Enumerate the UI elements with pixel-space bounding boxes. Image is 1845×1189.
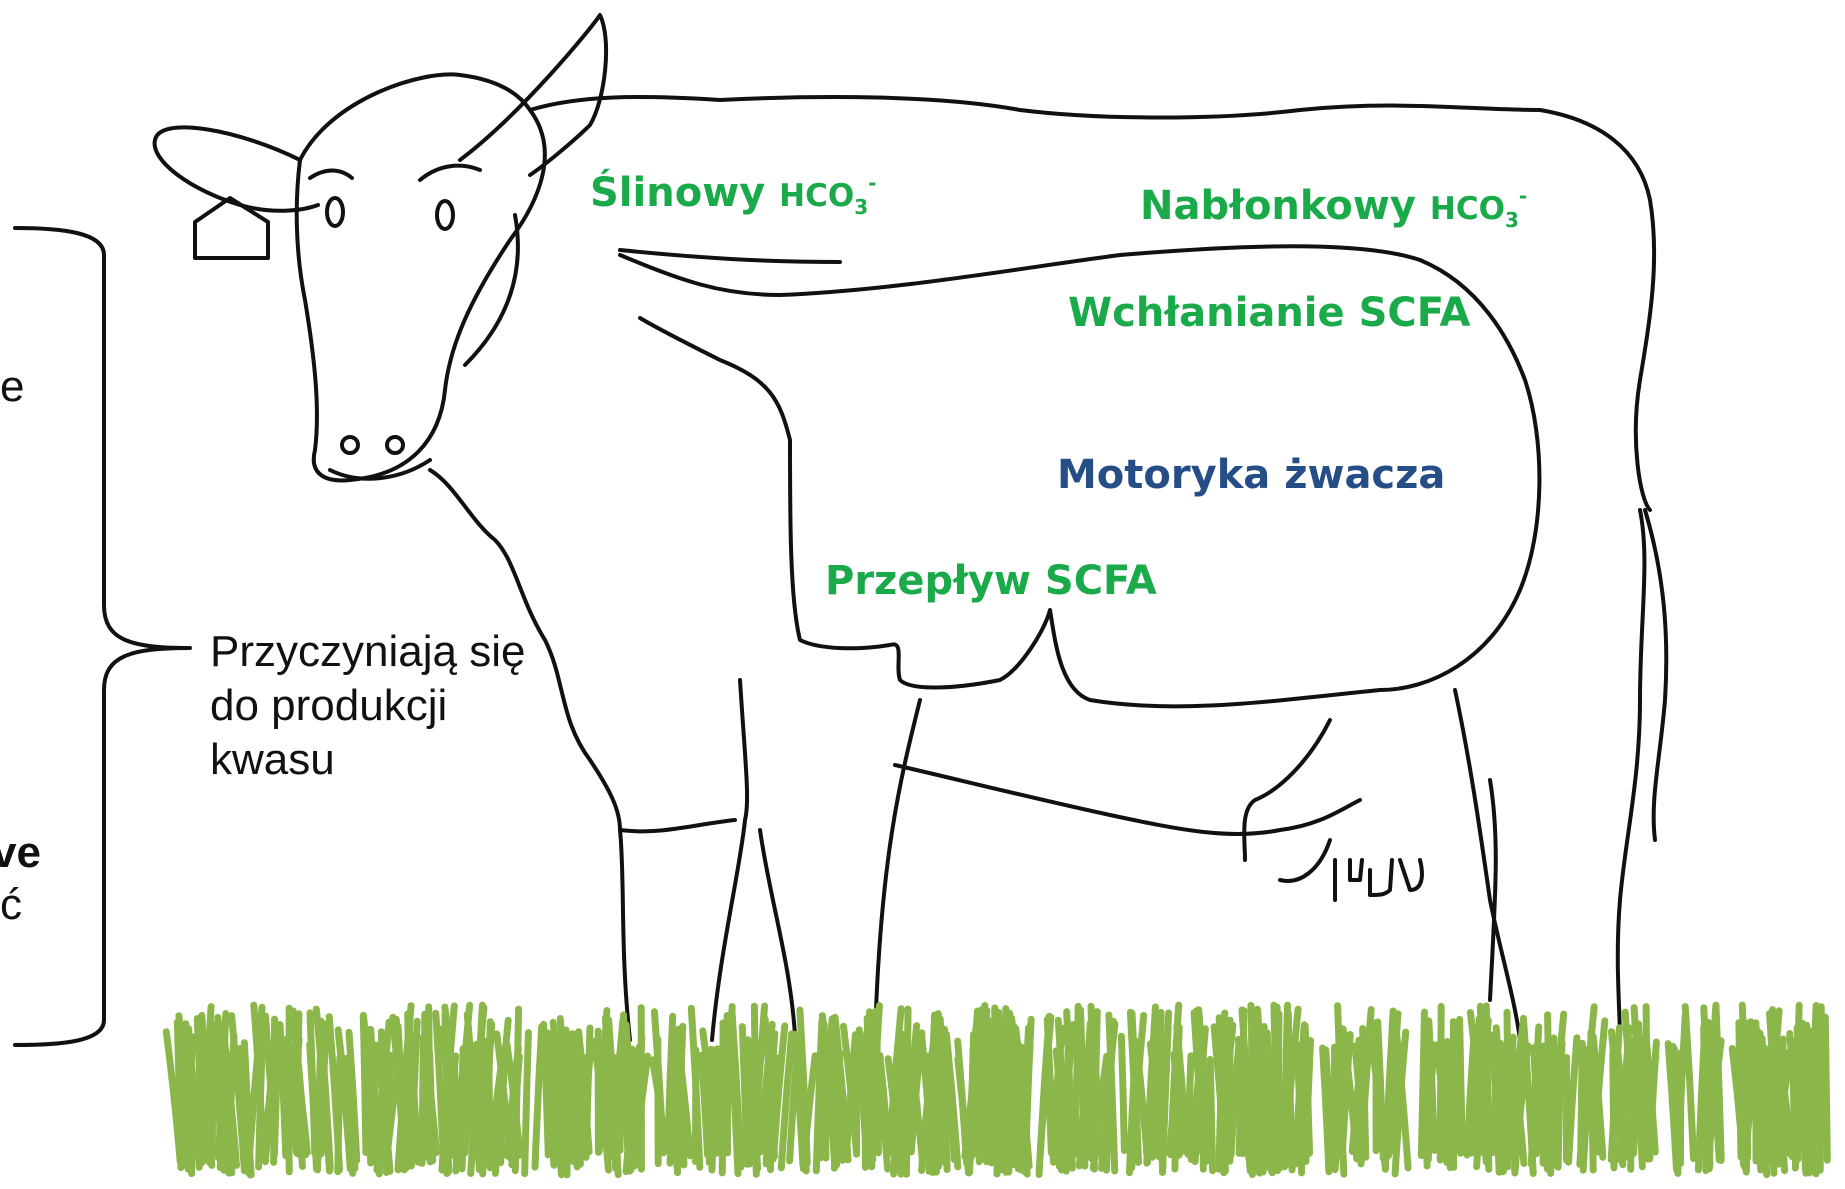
- grass-blade: [1210, 1060, 1212, 1171]
- front-leg-right-inner: [875, 700, 920, 1040]
- grass-blade: [229, 1055, 230, 1173]
- nostril-left: [342, 437, 358, 453]
- front-leg-left-inner: [712, 680, 747, 1040]
- grass-blade: [1613, 1054, 1614, 1168]
- grass-blade: [1825, 1017, 1827, 1160]
- grass-blade: [1486, 1006, 1489, 1169]
- ion-text: HCO: [1430, 191, 1505, 227]
- grass-blade: [856, 1055, 857, 1153]
- ion-text: HCO: [779, 178, 854, 214]
- ion-sub: 3: [854, 195, 868, 219]
- grass-blade: [1306, 1041, 1311, 1162]
- grass-blade: [754, 1006, 756, 1174]
- motility-label: Motoryka żwacza: [1057, 452, 1445, 498]
- epithelial-text: Nabłonkowy: [1140, 183, 1416, 229]
- clipped-fragment-2: ve: [0, 828, 41, 878]
- cow-ear-left: [155, 127, 318, 210]
- front-leg-line: [620, 820, 735, 831]
- hind-leg-left: [1455, 690, 1520, 1040]
- grass-blade: [275, 1045, 279, 1153]
- grass-blade: [1581, 1043, 1583, 1155]
- grass: (function(){ var g = document.currentScr…: [166, 1005, 1827, 1175]
- salivary-text: Ślinowy: [590, 170, 765, 216]
- cow-ear-right: [460, 15, 606, 175]
- grass-blade: [877, 1024, 879, 1153]
- grass-blade: [1243, 1060, 1244, 1154]
- grass-blade: [338, 1058, 340, 1172]
- epithelial-ion: HCO3-: [1430, 191, 1527, 227]
- grass-blade: [429, 1007, 430, 1162]
- grass-blade: [1363, 1029, 1366, 1158]
- flow-label: Przepływ SCFA: [825, 558, 1157, 604]
- cow-head: [297, 74, 545, 480]
- ion-sup: -: [1519, 184, 1527, 208]
- grass-blade: [1121, 1036, 1124, 1150]
- grass-blade: [310, 1044, 317, 1169]
- salivary-ion: HCO3-: [779, 178, 876, 214]
- grass-blade: [1278, 1014, 1279, 1171]
- grass-blade: [903, 1034, 904, 1154]
- grass-blade: [535, 1027, 542, 1168]
- clipped-fragment-1: e: [0, 362, 24, 412]
- grass-blade: [1685, 1007, 1693, 1159]
- note-line-3: kwasu: [210, 733, 525, 787]
- grass-blade: [555, 1038, 557, 1154]
- brow-right: [420, 166, 480, 180]
- grass-blade: [1808, 1044, 1812, 1167]
- grass-blade: [1493, 1046, 1497, 1151]
- eye-right: [437, 201, 453, 229]
- hind-leg-inner: [1490, 780, 1496, 1000]
- grass-blade: [1421, 1012, 1424, 1156]
- ion-sup: -: [868, 171, 876, 195]
- ion-sub: 3: [1505, 208, 1519, 232]
- grass-blade: [1219, 1018, 1223, 1170]
- note-line-2: do produkcji: [210, 679, 525, 733]
- front-leg-left: [620, 830, 630, 1040]
- epithelial-label: Nabłonkowy HCO3-: [1140, 183, 1527, 232]
- grass-blade: [1792, 1040, 1796, 1161]
- udder: [1244, 720, 1422, 900]
- grass-blade: [1174, 1054, 1179, 1155]
- grass-blade: [501, 1048, 505, 1163]
- grass-blade: [525, 1033, 529, 1174]
- clipped-fragment-3: ć: [0, 880, 22, 930]
- note-line-1: Przyczyniają się: [210, 625, 525, 679]
- grass-blade: [1631, 1041, 1632, 1169]
- grass-blade: [1440, 1006, 1441, 1160]
- brow-left: [310, 171, 352, 179]
- rumen-top-line: [620, 250, 840, 262]
- bracket: [15, 228, 190, 1045]
- grass-blade: [1646, 1007, 1648, 1157]
- grass-blade: [1820, 1007, 1821, 1171]
- eye-left: [327, 198, 343, 226]
- grass-blade: [867, 1018, 871, 1159]
- absorption-label: Wchłanianie SCFA: [1068, 290, 1470, 336]
- hind-leg-right: [1618, 510, 1645, 1040]
- contribute-note: Przyczyniają się do produkcji kwasu: [210, 625, 525, 787]
- grass-blade: [1680, 1053, 1681, 1164]
- grass-blade: [367, 1029, 371, 1163]
- salivary-label: Ślinowy HCO3-: [590, 170, 876, 219]
- nostril-right: [387, 437, 403, 453]
- grass-blade: [742, 1027, 747, 1165]
- tail: [1645, 510, 1666, 840]
- grass-blade: [1503, 1058, 1505, 1172]
